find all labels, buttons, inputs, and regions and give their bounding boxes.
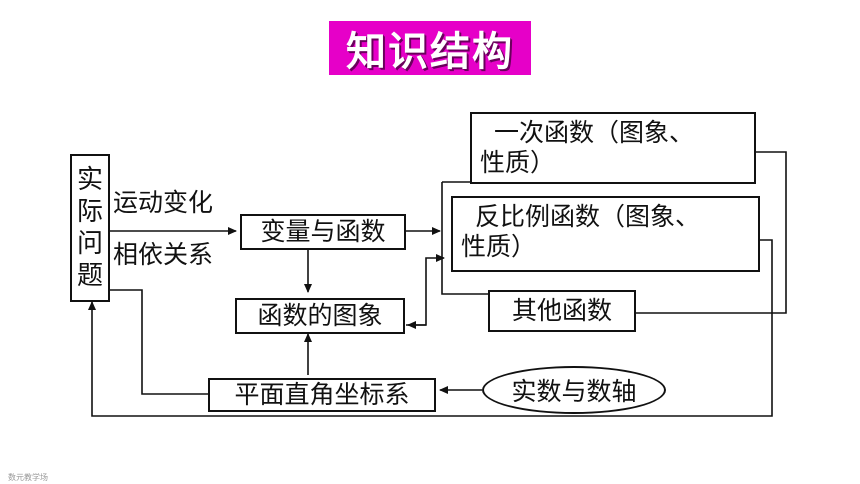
feedback-loop-inverse — [88, 239, 773, 417]
inverse-function-box: 反比例函数（图象、 性质） — [451, 196, 760, 272]
real-numbers-oval: 实数与数轴 — [482, 366, 666, 414]
linear-function-box: 一次函数（图象、 性质） — [470, 112, 756, 184]
arrow-graph-to-branches — [406, 254, 445, 326]
practical-problem-char: 实 — [76, 165, 103, 195]
linear-function-line2: 性质） — [480, 148, 556, 177]
practical-problem-char: 问 — [76, 229, 103, 259]
linear-function-line1: 一次函数（图象、 — [494, 118, 695, 147]
watermark: 数元教学场 — [8, 473, 48, 482]
page-title: 知识结构 — [329, 21, 531, 75]
function-graph-box: 函数的图象 — [235, 298, 405, 334]
variables-functions-box: 变量与函数 — [240, 214, 406, 250]
practical-problem-char: 际 — [76, 197, 103, 227]
practical-problem-box: 实 际 问 题 — [70, 154, 110, 302]
feedback-loop — [636, 151, 787, 314]
coordinate-system-box: 平面直角坐标系 — [208, 378, 436, 412]
interdependence-label: 相依关系 — [113, 240, 214, 269]
line-problem-to-coord — [110, 289, 208, 395]
inverse-function-line2: 性质） — [461, 232, 537, 261]
motion-change-label: 运动变化 — [113, 188, 214, 217]
inverse-function-line1: 反比例函数（图象、 — [475, 202, 701, 231]
bracket-function-kinds — [441, 182, 488, 295]
practical-problem-char: 题 — [76, 261, 103, 291]
other-functions-box: 其他函数 — [488, 290, 636, 332]
